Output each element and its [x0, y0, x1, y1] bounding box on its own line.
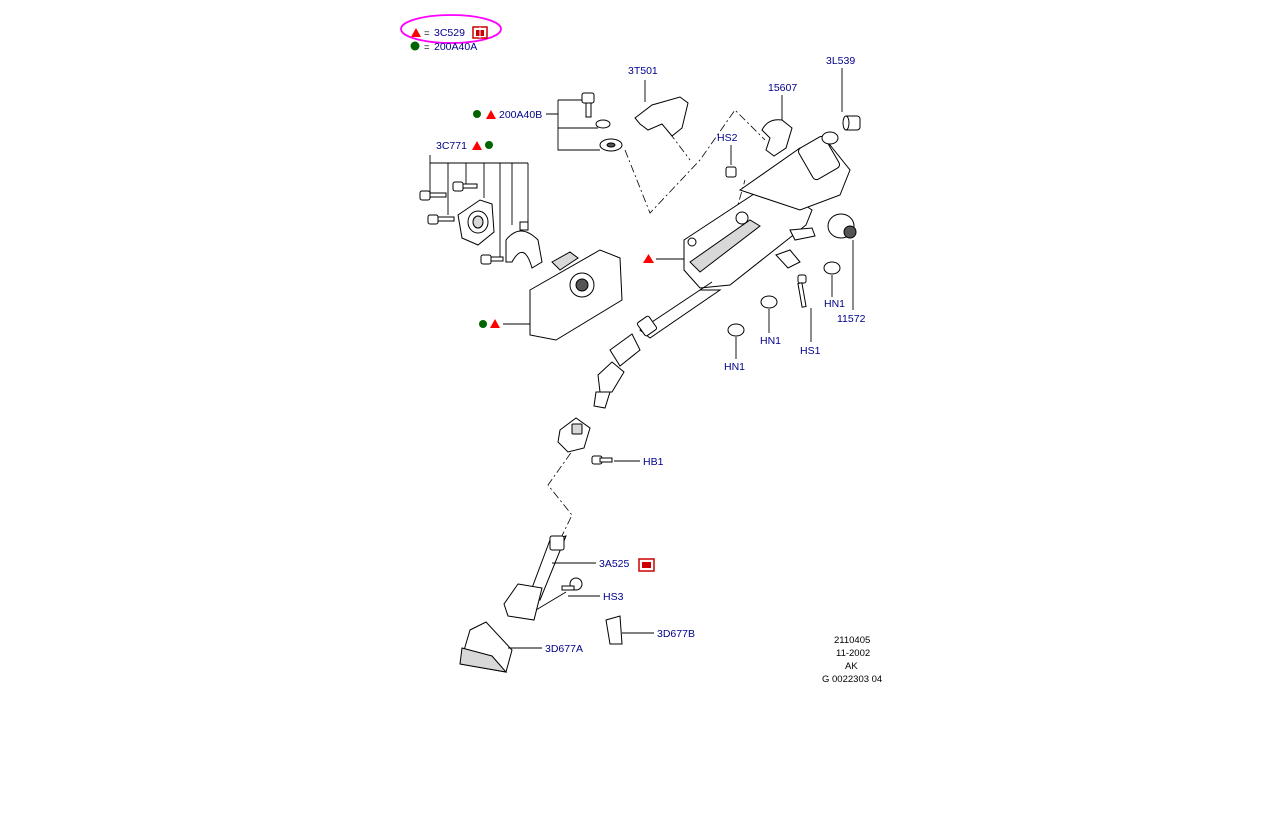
part-11572-lock: 11572 — [837, 240, 866, 325]
label-HS2[interactable]: HS2 — [717, 132, 738, 144]
part-HS1-bolt: HS1 — [797, 274, 821, 357]
part-intermediate-joint: HB1 — [557, 417, 664, 468]
part-3L539-bushing: 3L539 — [826, 55, 861, 131]
legend-equals: = — [424, 28, 430, 39]
part-3A525-shaft: 3A525 — [503, 535, 655, 621]
kit-box-icon[interactable] — [472, 26, 488, 39]
part-HN1-nuts: HN1 HN1 HN1 — [724, 261, 845, 373]
label-3D677A[interactable]: 3D677A — [545, 643, 583, 655]
green-circle-icon-module — [479, 320, 487, 328]
part-3D677B-clip: 3D677B — [605, 615, 695, 645]
label-HN1-mid[interactable]: HN1 — [760, 335, 781, 347]
meta-line-3: AK — [845, 661, 858, 672]
part-HS2-bolt: HS2 — [717, 132, 738, 178]
red-triangle-icon-3C771 — [472, 141, 482, 150]
label-HS1[interactable]: HS1 — [800, 345, 821, 357]
legend-triangle-code[interactable]: 3C529 — [434, 27, 465, 39]
part-control-module — [479, 249, 623, 341]
legend-circle-code[interactable]: 200A40A — [434, 41, 477, 53]
meta-line-2: 11-2002 — [836, 648, 870, 659]
label-3L539[interactable]: 3L539 — [826, 55, 855, 67]
label-HN1-right[interactable]: HN1 — [824, 298, 845, 310]
legend: = 3C529 = 200A40A — [400, 14, 502, 53]
drawing-meta: 2110405 11-2002 AK G 0022303 04 — [822, 635, 882, 685]
part-3D677A-boot: 3D677A — [459, 621, 583, 673]
green-circle-icon-3C771 — [485, 141, 493, 149]
red-triangle-icon-200A40B — [486, 110, 496, 119]
legend-equals-2: = — [424, 42, 430, 53]
label-200A40B[interactable]: 200A40B — [499, 109, 542, 121]
red-triangle-icon — [411, 28, 421, 37]
label-3A525[interactable]: 3A525 — [599, 558, 630, 570]
red-triangle-icon-column — [643, 254, 654, 263]
label-15607[interactable]: 15607 — [768, 82, 797, 94]
part-steering-column — [593, 131, 857, 409]
label-HB1[interactable]: HB1 — [643, 456, 664, 468]
label-HS3[interactable]: HS3 — [603, 591, 624, 603]
label-3D677B[interactable]: 3D677B — [657, 628, 695, 640]
meta-line-1: 2110405 — [834, 635, 870, 646]
legend-highlight-ellipse — [400, 14, 502, 44]
label-HN1-left[interactable]: HN1 — [724, 361, 745, 373]
part-3C771-bracket: 3C771 — [419, 140, 543, 269]
green-circle-icon — [410, 41, 420, 51]
green-circle-icon-200A40B — [473, 110, 481, 118]
label-11572[interactable]: 11572 — [837, 313, 866, 325]
part-15607-switch: 15607 — [761, 82, 797, 157]
part-3T501-shroud: 3T501 — [628, 65, 689, 137]
red-triangle-icon-module — [490, 319, 500, 328]
label-3T501[interactable]: 3T501 — [628, 65, 658, 77]
kit-box-icon-3A525[interactable] — [638, 558, 655, 572]
part-HS3-bolt: HS3 — [535, 577, 624, 611]
part-200A40B-screws: 200A40B — [473, 92, 623, 152]
meta-line-4: G 0022303 04 — [822, 674, 882, 685]
label-3C771[interactable]: 3C771 — [436, 140, 467, 152]
